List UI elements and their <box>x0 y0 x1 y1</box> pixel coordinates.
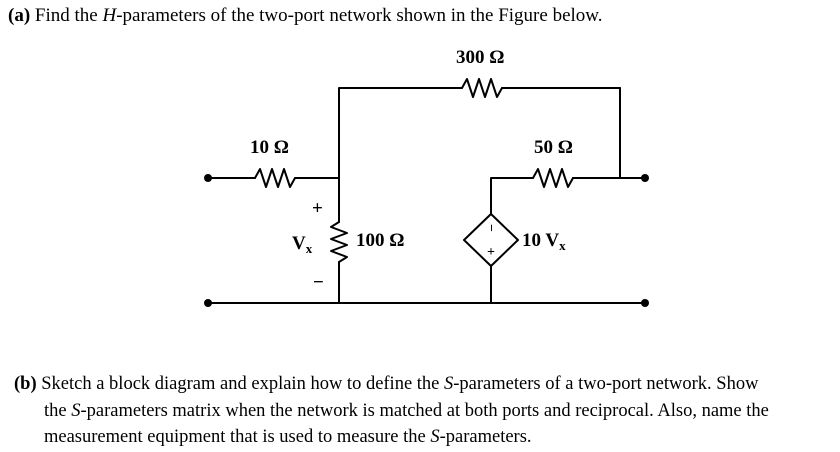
wire-source-top <box>490 177 534 215</box>
part-b-line2-pre: the <box>44 400 67 421</box>
vx-minus: − <box>313 272 324 293</box>
terminal-input-bottom <box>204 299 212 307</box>
part-a-param: H <box>102 5 117 26</box>
part-b-line1-pre: Sketch a block diagram and explain how t… <box>41 374 440 394</box>
vx-plus: + <box>312 198 323 219</box>
dep-source-label: 10 Vx <box>522 230 566 253</box>
part-b-line-2: the S-parameters matrix when the network… <box>14 398 836 425</box>
wire-top-left <box>338 87 463 171</box>
resistor-10-zigzag <box>254 168 296 188</box>
part-a-label: (a) <box>8 5 31 26</box>
resistor-50-zigzag <box>532 168 574 188</box>
terminal-output-top <box>641 174 649 182</box>
resistor-300-zigzag <box>461 78 503 98</box>
part-b-line-3: measurement equipment that is used to me… <box>14 424 836 451</box>
part-b-line2-post: -parameters matrix when the network is m… <box>80 400 769 421</box>
part-a-question: (a) Find the H-parameters of the two-por… <box>8 5 603 27</box>
vx-main: V <box>292 233 306 254</box>
wire-top-right <box>501 87 621 177</box>
label-r-top: 300 Ω <box>456 47 504 68</box>
vx-label: Vx <box>292 233 313 256</box>
part-b-line3-post: -parameters. <box>439 427 532 447</box>
source-minus: − <box>483 224 498 232</box>
part-b-line3-param: S <box>430 427 440 447</box>
dep-source-coeff: 10 V <box>522 230 559 251</box>
source-plus: + <box>487 245 495 260</box>
part-b-line3-pre: measurement equipment that is used to me… <box>44 427 426 447</box>
label-r-left: 10 Ω <box>250 137 289 158</box>
part-b-line1-param: S <box>444 374 454 394</box>
part-b-question: (b) Sketch a block diagram and explain h… <box>14 371 836 451</box>
terminal-input-top <box>204 174 212 182</box>
terminal-output-bottom <box>641 299 649 307</box>
part-a-text-before: Find the <box>34 5 98 26</box>
part-a-text-after: -parameters of the two-port network show… <box>116 5 603 26</box>
label-r-shunt: 100 Ω <box>356 230 404 251</box>
part-b-line2-param: S <box>71 400 81 421</box>
vx-sub: x <box>306 241 313 256</box>
part-b-line1-post: -parameters of a two-port network. Show <box>453 374 759 394</box>
part-b-label: (b) <box>14 374 37 394</box>
label-r-right: 50 Ω <box>534 137 573 158</box>
resistor-100-zigzag <box>330 221 348 263</box>
dep-source-sub: x <box>559 238 566 253</box>
part-b-line-1: (b) Sketch a block diagram and explain h… <box>14 371 836 398</box>
